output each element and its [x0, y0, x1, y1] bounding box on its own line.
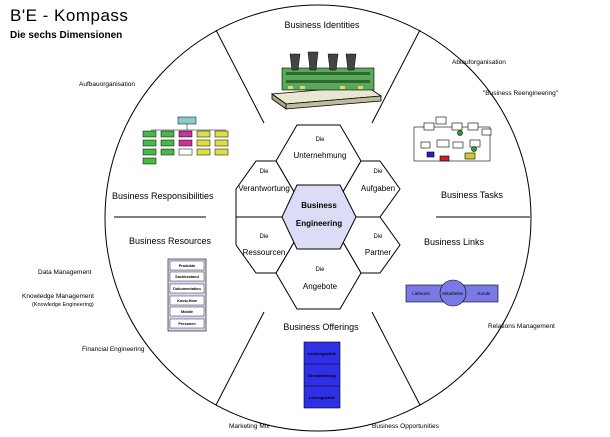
links-right: Kunde: [477, 291, 491, 296]
sector-identities: Business Identities: [284, 20, 360, 30]
divider-bottom-right: [371, 311, 421, 406]
center-line2: Engineering: [296, 219, 342, 228]
label-aufbauorganisation: Aufbauorganisation: [79, 81, 135, 88]
label-business-opportunities: Business Opportunities: [372, 423, 440, 430]
links-illustration: Lieferant Mitarbeiter Kunde: [405, 279, 499, 307]
offering-stack: Leistungsstufe Dienstleistung Lösungsstu…: [303, 341, 341, 409]
page-title: B'E - Kompass: [10, 6, 129, 25]
resource-item: Sachbestand: [175, 275, 199, 279]
identities-illustration: [270, 51, 383, 110]
page-subtitle: Die sechs Dimensionen: [10, 30, 123, 41]
process-flow-illustration: [413, 116, 492, 162]
offering-item: Lösungsstufe: [309, 395, 336, 400]
divider-top-right: [371, 29, 421, 124]
hex-angebote-label: Angebote: [303, 282, 338, 291]
links-circle: [439, 279, 467, 307]
sector-tasks: Business Tasks: [441, 190, 503, 200]
resource-item: Know-How: [177, 299, 197, 303]
org-chart-illustration: [142, 116, 229, 165]
hex-aufgaben-label: Aufgaben: [361, 184, 395, 193]
label-knowledge-management: Knowledge Management: [22, 293, 94, 300]
resource-stack: Produkte Sachbestand Dokumentation Know-…: [167, 258, 207, 332]
hex-ressourcen-small: Die: [259, 234, 269, 240]
label-marketing-mix: Marketing Mix: [229, 423, 270, 430]
hex-aufgaben-small: Die: [373, 169, 383, 175]
hex-angebote-small: Die: [315, 267, 325, 273]
hex-partner-label: Partner: [365, 248, 392, 257]
hex-cluster: [235, 124, 401, 310]
offering-item: Dienstleistung: [308, 373, 336, 378]
label-financial-engineering: Financial Engineering: [82, 346, 145, 353]
sector-dividers: [114, 29, 530, 406]
hex-unternehmung-label: Unternehmung: [294, 151, 347, 160]
hex-verantwortung-label: Verantwortung: [238, 184, 290, 193]
label-knowledge-engineering: (Knowledge Engineering): [32, 302, 94, 308]
hex-center: [281, 184, 357, 250]
label-reengineering: "Business Reengineering": [483, 90, 559, 97]
hex-verantwortung-small: Die: [259, 169, 269, 175]
hex-partner-small: Die: [373, 234, 383, 240]
resource-item: Personen: [178, 322, 196, 326]
resource-item: Mobile: [181, 310, 193, 314]
center-line1: Business: [301, 201, 337, 210]
label-relations-management: Relations Management: [488, 323, 555, 330]
offering-item: Leistungsstufe: [308, 351, 337, 356]
resource-item: Produkte: [179, 264, 195, 268]
label-data-management: Data Management: [38, 269, 92, 276]
outer-circle: [104, 4, 532, 432]
links-center: Mitarbeiter: [442, 291, 464, 296]
resource-item: Dokumentation: [173, 287, 201, 291]
sector-resources: Business Resources: [129, 236, 212, 246]
label-ablauforganisation: Ablauforganisation: [452, 59, 506, 66]
links-left: Lieferant: [412, 291, 430, 296]
sector-links: Business Links: [424, 237, 485, 247]
hex-unternehmung-small: Die: [315, 137, 325, 143]
sector-responsibilities: Business Responsibilities: [112, 191, 214, 201]
divider-top-left: [215, 29, 265, 124]
hex-ressourcen-label: Ressourcen: [243, 248, 286, 257]
sector-offerings: Business Offerings: [283, 322, 359, 332]
divider-bottom-left: [215, 311, 265, 406]
